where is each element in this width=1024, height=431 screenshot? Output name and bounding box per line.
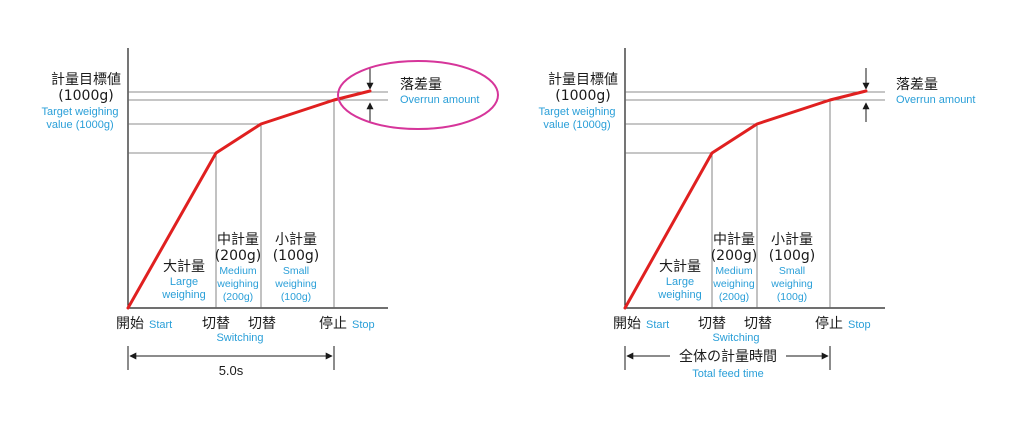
right-stop-label-en: Stop <box>848 319 871 331</box>
right-medium-label-jp: 中計量 <box>713 232 755 248</box>
right-start-label-en: Start <box>646 319 669 331</box>
right-switch1-label: 切替 <box>698 316 726 332</box>
left-duration-label: 5.0s <box>219 363 244 378</box>
left-highlight-ellipse <box>337 60 499 130</box>
left-start-label-jp: 開始 <box>116 316 144 332</box>
right-medium-label-en-1: Medium <box>715 265 753 277</box>
left-small-label-en-2: weighing <box>274 278 317 290</box>
left-diagram: 計量目標値 (1000g) Target weighing value (100… <box>41 48 499 378</box>
left-target-label-en-2: value (1000g) <box>46 119 113 131</box>
left-small-label-en-3: (100g) <box>281 291 311 303</box>
right-diagram: 計量目標値 (1000g) Target weighing value (100… <box>538 48 975 380</box>
right-target-value: (1000g) <box>555 88 610 104</box>
right-start-label-jp: 開始 <box>613 316 641 332</box>
left-switching-label-en: Switching <box>216 332 263 344</box>
right-stop-label-jp: 停止 <box>815 315 843 332</box>
left-medium-label-en-1: Medium <box>219 265 257 277</box>
right-small-label-en-2: weighing <box>770 278 813 290</box>
right-total-label-bg <box>670 346 786 364</box>
left-large-label-jp: 大計量 <box>163 259 205 275</box>
left-medium-label-en-2: weighing <box>216 278 259 290</box>
right-overrun-label-jp: 落差量 <box>896 77 938 93</box>
left-medium-label-jp: 中計量 <box>217 232 259 248</box>
left-large-label-en-1: Large <box>170 276 198 288</box>
right-total-label-jp: 全体の計量時間 <box>679 348 777 365</box>
right-target-label-en-2: value (1000g) <box>543 119 610 131</box>
left-stop-label-jp: 停止 <box>319 315 347 332</box>
left-target-label-jp: 計量目標値 <box>51 72 121 88</box>
right-small-value: (100g) <box>769 248 816 264</box>
right-medium-value: (200g) <box>711 248 758 264</box>
right-large-label-jp: 大計量 <box>659 259 701 275</box>
left-start-label-en: Start <box>149 319 172 331</box>
left-medium-value: (200g) <box>215 248 262 264</box>
left-switch1-label: 切替 <box>202 316 230 332</box>
left-weighing-curve <box>126 89 372 310</box>
right-total-label-en: Total feed time <box>692 368 764 380</box>
right-small-label-jp: 小計量 <box>771 232 813 248</box>
left-medium-label-en-3: (200g) <box>223 291 253 303</box>
right-switching-label-en: Switching <box>712 332 759 344</box>
left-large-label-en-2: weighing <box>161 289 205 301</box>
right-small-label-en-3: (100g) <box>777 291 807 303</box>
right-medium-label-en-2: weighing <box>712 278 755 290</box>
left-target-value: (1000g) <box>58 88 113 104</box>
left-overrun-label-en: Overrun amount <box>400 94 479 106</box>
right-target-label-jp: 計量目標値 <box>548 72 618 88</box>
left-switch2-label: 切替 <box>248 316 276 332</box>
left-overrun-label-jp: 落差量 <box>400 77 442 93</box>
left-small-label-jp: 小計量 <box>275 232 317 248</box>
right-large-label-en-1: Large <box>666 276 694 288</box>
right-target-label-en-1: Target weighing <box>538 106 615 118</box>
right-weighing-curve <box>623 89 868 310</box>
right-medium-label-en-3: (200g) <box>719 291 749 303</box>
left-small-label-en-1: Small <box>283 265 309 277</box>
right-overrun-label-en: Overrun amount <box>896 94 975 106</box>
left-small-value: (100g) <box>273 248 320 264</box>
right-small-label-en-1: Small <box>779 265 805 277</box>
right-large-label-en-2: weighing <box>657 289 701 301</box>
right-switch2-label: 切替 <box>744 316 772 332</box>
left-stop-label-en: Stop <box>352 319 375 331</box>
left-target-label-en-1: Target weighing <box>41 106 118 118</box>
